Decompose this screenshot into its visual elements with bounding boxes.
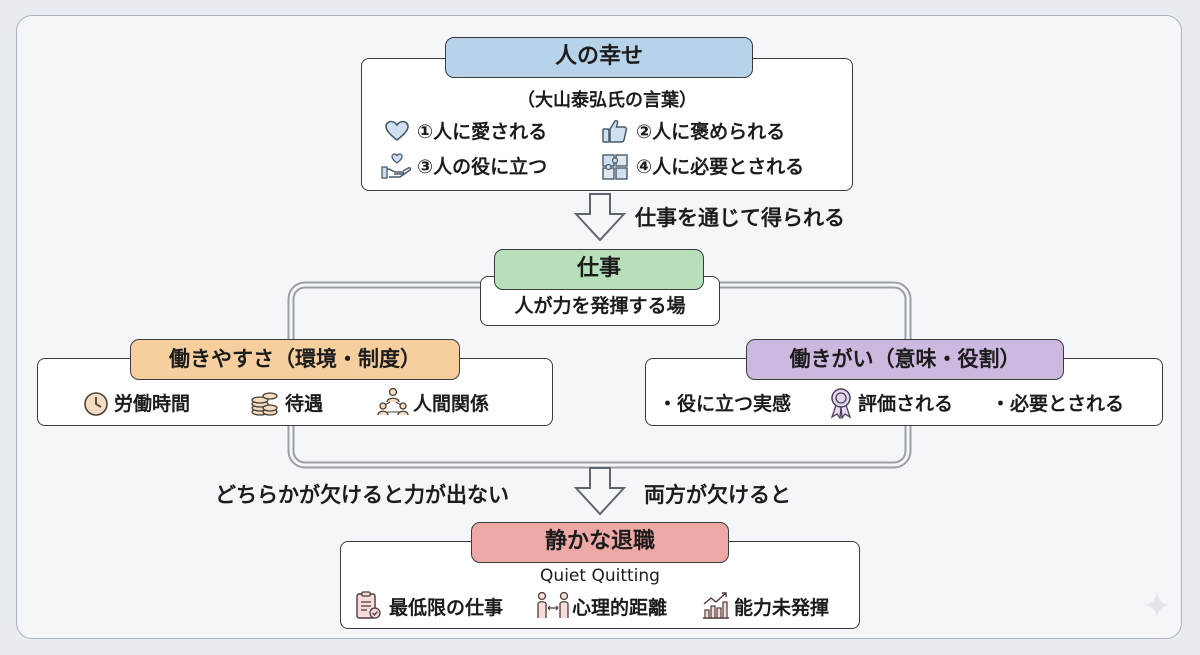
ease-item-hours: 労働時間 — [114, 393, 191, 415]
happiness-source: （大山泰弘氏の言葉） — [517, 90, 697, 111]
down-arrow-1 — [574, 193, 626, 242]
thumbs-up-icon — [601, 117, 629, 145]
ease-item-relationships: 人間関係 — [413, 393, 490, 415]
clipboard-icon — [354, 590, 382, 620]
puzzle-icon — [601, 153, 629, 181]
down-arrow-2 — [574, 467, 626, 516]
people-network-icon — [376, 386, 410, 418]
meaning-item-needed: ・必要とされる — [991, 393, 1125, 415]
heart-icon — [384, 119, 410, 143]
arrow1-label: 仕事を通じて得られる — [635, 206, 845, 230]
meaning-item-evaluated: 評価される — [858, 393, 954, 415]
quiet-quitting-title: 静かな退職 — [471, 522, 729, 563]
helping-hand-icon — [381, 152, 413, 180]
declining-chart-icon — [701, 590, 731, 620]
work-subtitle: 人が力を発揮する場 — [514, 295, 686, 317]
happiness-item-loved: ①人に愛される — [417, 121, 548, 143]
happiness-item-needed: ④人に必要とされる — [636, 156, 805, 178]
ease-item-compensation: 待遇 — [285, 393, 324, 415]
meaning-title: 働きがい（意味・役割） — [746, 339, 1064, 380]
quiet-item-psychological-distance: 心理的距離 — [572, 597, 668, 619]
arrow2-right-label: 両方が欠けると — [644, 483, 791, 507]
quiet-item-minimum-work: 最低限の仕事 — [389, 597, 504, 619]
quiet-quitting-subtitle: Quiet Quitting — [540, 566, 660, 586]
coins-icon — [249, 388, 279, 418]
happiness-item-praised: ②人に褒められる — [636, 121, 786, 143]
work-title: 仕事 — [494, 249, 704, 290]
sparkle-icon — [1144, 592, 1170, 618]
distanced-people-icon — [536, 590, 570, 620]
happiness-title: 人の幸せ — [445, 37, 753, 78]
clock-icon — [83, 391, 109, 417]
meaning-box — [645, 358, 1163, 426]
ease-of-work-title: 働きやすさ（環境・制度） — [130, 339, 460, 380]
happiness-item-helpful: ③人の役に立つ — [417, 156, 548, 178]
meaning-item-useful: ・役に立つ実感 — [658, 393, 792, 415]
arrow2-left-label: どちらかが欠けると力が出ない — [215, 483, 509, 507]
quiet-item-underperformance: 能力未発揮 — [734, 597, 830, 619]
award-ribbon-icon — [828, 387, 854, 419]
